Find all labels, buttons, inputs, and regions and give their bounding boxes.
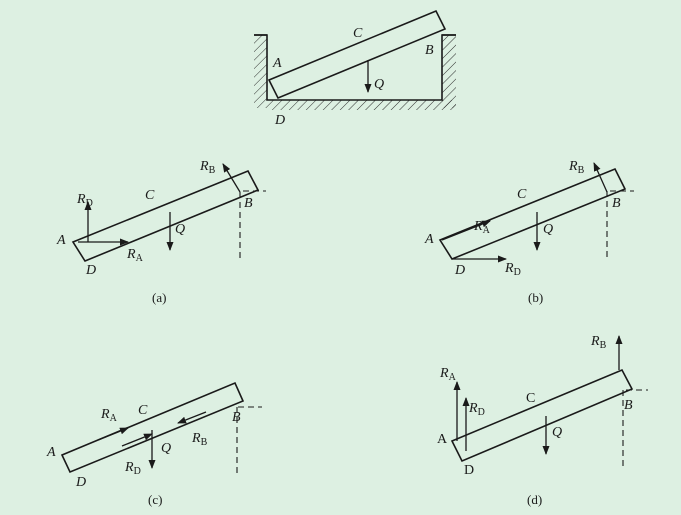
label-c-b: C bbox=[517, 187, 527, 202]
label-q-b: Q bbox=[543, 222, 553, 237]
figure-a: A D C B Q RD RA RB (a) bbox=[56, 159, 266, 305]
label-q-d: Q bbox=[552, 425, 562, 440]
beam-b bbox=[438, 167, 627, 260]
top-label-c: C bbox=[353, 26, 363, 41]
top-label-b: B bbox=[425, 43, 434, 58]
label-q-a: Q bbox=[175, 222, 185, 237]
label-rd-c: RD bbox=[124, 460, 141, 477]
top-beam bbox=[267, 9, 447, 100]
top-label-d: D bbox=[274, 113, 285, 128]
force-rb-c bbox=[177, 411, 207, 424]
label-a-c: A bbox=[46, 445, 56, 460]
label-rd-a: RD bbox=[76, 192, 93, 209]
caption-d: (d) bbox=[527, 492, 542, 507]
top-label-q: Q bbox=[374, 77, 384, 92]
top-label-a: A bbox=[272, 56, 282, 71]
figure-d: A D C B Q RA RD RB (d) bbox=[437, 334, 648, 507]
label-rb-a: RB bbox=[199, 159, 216, 176]
label-rd-d: RD bbox=[468, 401, 485, 418]
caption-c: (c) bbox=[148, 492, 162, 507]
beam-d bbox=[450, 368, 634, 463]
beam-a bbox=[71, 169, 260, 262]
label-b-c: B bbox=[232, 410, 241, 425]
label-rb-b: RB bbox=[568, 159, 585, 176]
label-b-d: B bbox=[624, 398, 633, 413]
force-ra-c bbox=[97, 427, 129, 441]
force-ra-b bbox=[441, 220, 491, 241]
label-rd-b: RD bbox=[504, 261, 521, 278]
label-c-d: C bbox=[526, 391, 535, 406]
label-ra-c: RA bbox=[100, 407, 118, 424]
label-c-c: C bbox=[138, 403, 148, 418]
label-b-b: B bbox=[612, 196, 621, 211]
label-ra-a: RA bbox=[126, 247, 144, 264]
beam-c bbox=[60, 381, 245, 474]
force-rb-b bbox=[593, 162, 608, 193]
label-b-a: B bbox=[244, 196, 253, 211]
label-q-c: Q bbox=[161, 441, 171, 456]
label-d-c: D bbox=[75, 475, 86, 490]
caption-a: (a) bbox=[152, 290, 166, 305]
top-figure: C A B Q D bbox=[254, 9, 456, 128]
force-rd-c bbox=[121, 433, 153, 447]
figure-b: A D C B Q RA RD RB (b) bbox=[424, 159, 634, 305]
label-ra-d: RA bbox=[439, 366, 457, 383]
label-d-b: D bbox=[454, 263, 465, 278]
container-walls bbox=[254, 34, 456, 110]
label-a-b: A bbox=[424, 232, 434, 247]
label-rb-d: RB bbox=[590, 334, 607, 351]
caption-b: (b) bbox=[528, 290, 543, 305]
label-a-a: A bbox=[56, 233, 66, 248]
label-d-a: D bbox=[85, 263, 96, 278]
label-rb-c: RB bbox=[191, 431, 208, 448]
label-ra-b: RA bbox=[473, 219, 491, 236]
label-a-d: A bbox=[437, 432, 448, 447]
figure-c: A D C B Q RA RD RB (c) bbox=[46, 381, 262, 507]
label-d-d: D bbox=[464, 463, 474, 478]
label-c-a: C bbox=[145, 188, 155, 203]
force-rb-a bbox=[222, 163, 241, 193]
